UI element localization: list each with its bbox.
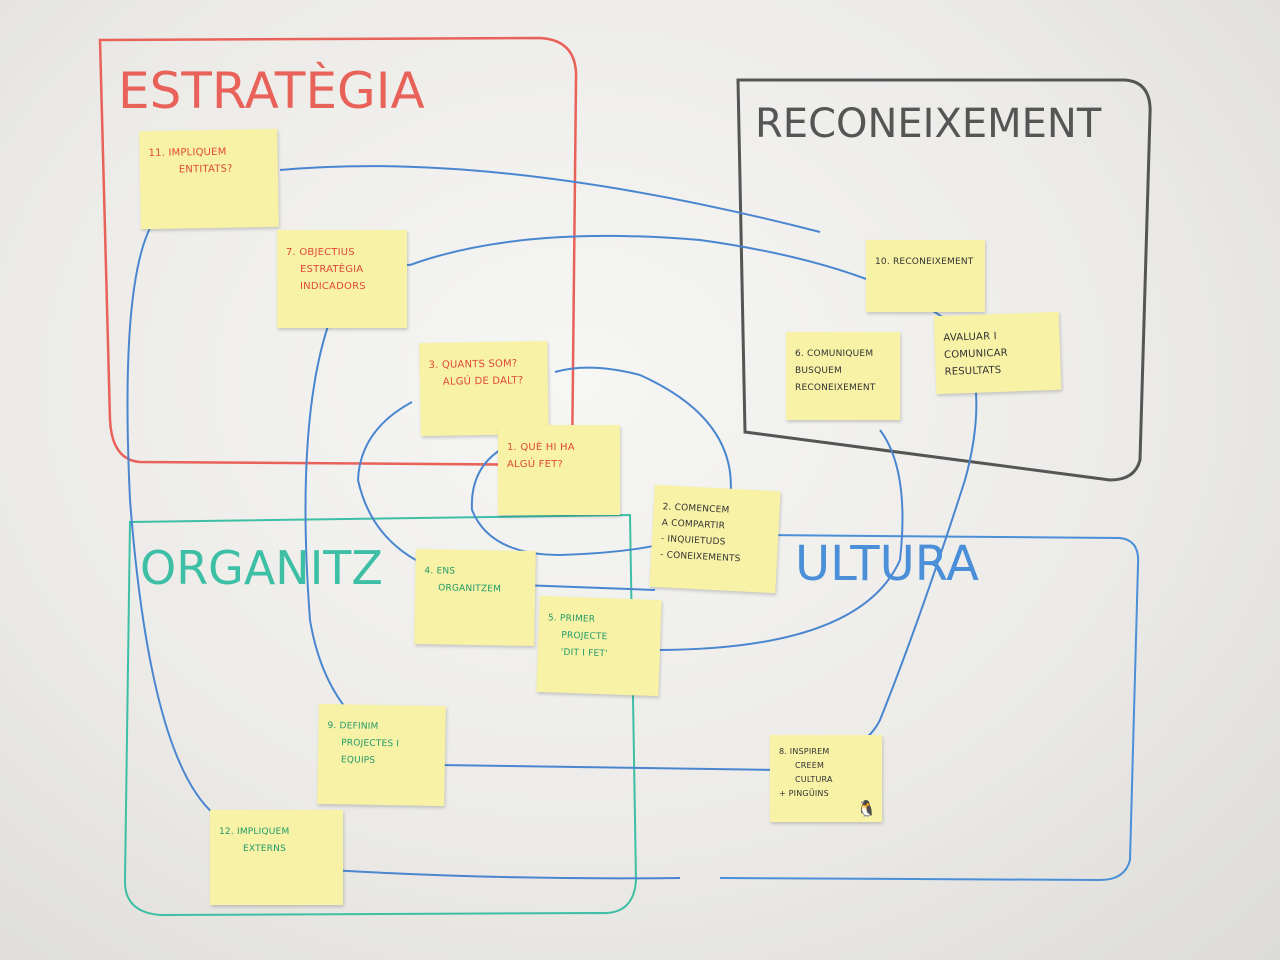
- heading-organitzacio: ORGANITZ: [140, 541, 383, 595]
- note-line: busquem: [795, 366, 842, 376]
- note-line: indicadors: [300, 281, 366, 292]
- note-line: entitats?: [178, 163, 233, 176]
- sticky-note-9[interactable]: 9. Definim projectes i equips: [317, 703, 446, 807]
- sticky-note-8[interactable]: 8. Inspirem creem cultura + pingüins 🐧: [770, 735, 882, 822]
- note-line: 11. Impliquem: [148, 146, 227, 160]
- heading-cultura: ULTURA: [795, 536, 979, 592]
- note-line: projectes i: [341, 738, 400, 750]
- penguin-icon: 🐧: [856, 799, 877, 818]
- sticky-note-10[interactable]: 10. Reconeixement: [866, 240, 985, 312]
- sticky-note-2[interactable]: 2. Comencema compartir- inquietuds- cone…: [649, 484, 781, 594]
- sticky-note-11[interactable]: 11. Impliquem entitats?: [139, 128, 279, 230]
- note-line: 4. Ens: [424, 566, 456, 577]
- sticky-note-7[interactable]: 7. Objectius estratègia indicadors: [277, 230, 407, 328]
- note-line: 1. Què hi ha: [507, 442, 575, 453]
- note-line: creem: [795, 761, 825, 770]
- sticky-note-avaluar[interactable]: Avaluar icomunicarresultats: [933, 311, 1062, 395]
- note-line: 9. Definim: [327, 721, 379, 732]
- note-line: + pingüins: [779, 789, 829, 798]
- note-line: 10. Reconeixement: [875, 257, 974, 267]
- cultura-box: [719, 534, 1140, 882]
- organitzacio-box: [123, 513, 638, 917]
- reconeixement-box: [736, 78, 1152, 482]
- note-line: reconeixement: [795, 383, 876, 393]
- note-line: externs: [243, 844, 286, 854]
- sticky-note-3[interactable]: 3. Quants som? Algú de dalt?: [419, 340, 549, 437]
- estrategia-box: [98, 36, 578, 467]
- note-line: 12. Impliquem: [219, 827, 290, 837]
- note-line: 3. Quants som?: [428, 358, 518, 371]
- note-line: Algú de dalt?: [442, 375, 524, 388]
- note-line: 8. Inspirem: [779, 747, 830, 756]
- note-line: equips: [340, 755, 376, 766]
- note-line: 6. Comuniquem: [795, 349, 874, 359]
- sticky-note-4[interactable]: 4. Ens organitzem: [414, 548, 536, 647]
- sticky-note-12[interactable]: 12. Impliquem externs: [210, 810, 343, 905]
- sticky-note-1[interactable]: 1. Què hi ha algú fet?: [498, 425, 620, 515]
- heading-reconeixement: RECONEIXEMENT: [755, 101, 1102, 147]
- heading-estrategia: ESTRATÈGIA: [118, 62, 425, 120]
- note-line: resultats: [944, 364, 1002, 378]
- note-line: organitzem: [438, 583, 502, 595]
- note-line: cultura: [795, 775, 833, 784]
- note-line: estratègia: [300, 264, 364, 275]
- note-line: 7. Objectius: [286, 247, 355, 258]
- sticky-note-6[interactable]: 6. Comuniquem busquem reconeixement: [786, 332, 900, 420]
- note-line: algú fet?: [507, 459, 563, 470]
- note-line: 'Dit i fet': [560, 647, 608, 660]
- sticky-note-5[interactable]: 5. Primerprojecte'Dit i fet': [536, 595, 662, 697]
